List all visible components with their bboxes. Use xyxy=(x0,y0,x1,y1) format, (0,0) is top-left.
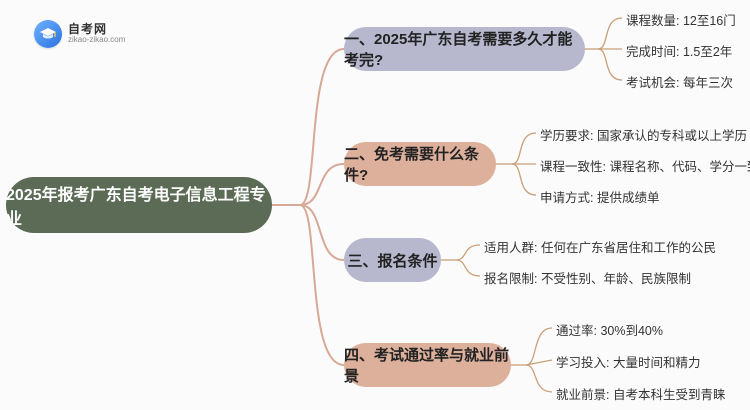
root-topic[interactable]: 2025年报考广东自考电子信息工程专业 xyxy=(6,177,272,233)
leaf-pass-rate[interactable]: 通过率: 30%到40% xyxy=(556,324,663,338)
site-logo[interactable]: 自考网 zikao-zikao.com xyxy=(34,20,125,48)
leaf-course-count[interactable]: 课程数量: 12至16门 xyxy=(626,14,736,28)
leaf-career-prospects[interactable]: 就业前景: 自考本科生受到青睐 xyxy=(556,388,726,402)
branch-exemption[interactable]: 二、免考需要什么条件? xyxy=(344,142,496,186)
logo-name: 自考网 xyxy=(68,22,108,36)
branch-duration[interactable]: 一、2025年广东自考需要多久才能考完? xyxy=(344,27,585,71)
leaf-course-consistency[interactable]: 课程一致性: 课程名称、代码、学分一致 xyxy=(540,160,750,174)
leaf-completion-time[interactable]: 完成时间: 1.5至2年 xyxy=(626,45,733,59)
leaf-eligible-people[interactable]: 适用人群: 任何在广东省居住和工作的公民 xyxy=(484,241,716,255)
leaf-exam-chances[interactable]: 考试机会: 每年三次 xyxy=(626,76,733,90)
branch-pass-rate[interactable]: 四、考试通过率与就业前景 xyxy=(344,343,511,387)
root-connectors xyxy=(272,48,345,366)
leaf-connectors xyxy=(441,17,623,393)
logo-url: zikao-zikao.com xyxy=(68,35,126,45)
leaf-study-investment[interactable]: 学习投入: 大量时间和精力 xyxy=(556,356,701,370)
leaf-application-method[interactable]: 申请方式: 提供成绩单 xyxy=(540,191,660,205)
leaf-registration-limits[interactable]: 报名限制: 不受性别、年龄、民族限制 xyxy=(484,272,691,286)
graduation-cap-icon xyxy=(34,20,62,48)
branch-registration[interactable]: 三、报名条件 xyxy=(344,238,441,282)
leaf-education-requirement[interactable]: 学历要求: 国家承认的专科或以上学历 xyxy=(540,129,747,143)
